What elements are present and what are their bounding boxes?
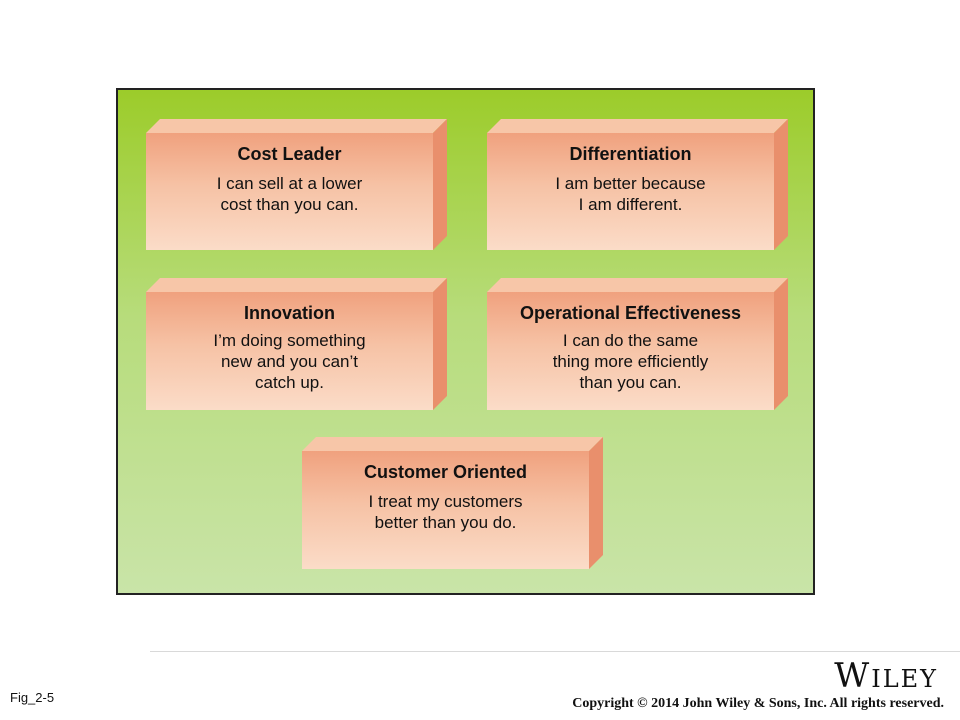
cost-leader-block-3d-faces	[146, 119, 447, 250]
cost-leader-title: Cost Leader	[237, 144, 342, 164]
copyright-notice: Copyright © 2014 John Wiley & Sons, Inc.…	[572, 696, 944, 711]
cost-leader-description: I can sell at a lower cost than you can.	[216, 174, 363, 214]
figure-label: Fig_2-5	[10, 690, 55, 705]
customer-oriented-block-3d-faces	[302, 437, 603, 569]
innovation-title: Innovation	[244, 303, 335, 323]
operational-effectiveness-description: I can do the same thing more efficiently…	[552, 331, 709, 392]
innovation-block: Innovation I’m doing something new and y…	[146, 278, 447, 410]
differentiation-block: Differentiation I am better because I am…	[487, 119, 788, 250]
cost-leader-block: Cost Leader I can sell at a lower cost t…	[146, 119, 447, 250]
differentiation-description: I am better because I am different.	[555, 174, 706, 214]
customer-oriented-block: Customer Oriented I treat my customers b…	[302, 437, 603, 569]
innovation-block-3d-faces	[146, 278, 447, 410]
strategy-diagram-panel: Cost Leader I can sell at a lower cost t…	[116, 88, 815, 595]
customer-oriented-title: Customer Oriented	[363, 462, 528, 482]
operational-effectiveness-block-3d-faces	[487, 278, 788, 410]
footer-divider	[150, 651, 960, 652]
innovation-description: I’m doing something new and you can’t ca…	[213, 331, 366, 392]
differentiation-title: Differentiation	[569, 144, 692, 164]
customer-oriented-description: I treat my customers better than you do.	[368, 492, 523, 532]
differentiation-block-3d-faces	[487, 119, 788, 250]
wiley-logo: Wiley	[834, 656, 938, 696]
operational-effectiveness-title: Operational Effectiveness	[519, 303, 742, 323]
operational-effectiveness-block: Operational Effectiveness I can do the s…	[487, 278, 788, 410]
